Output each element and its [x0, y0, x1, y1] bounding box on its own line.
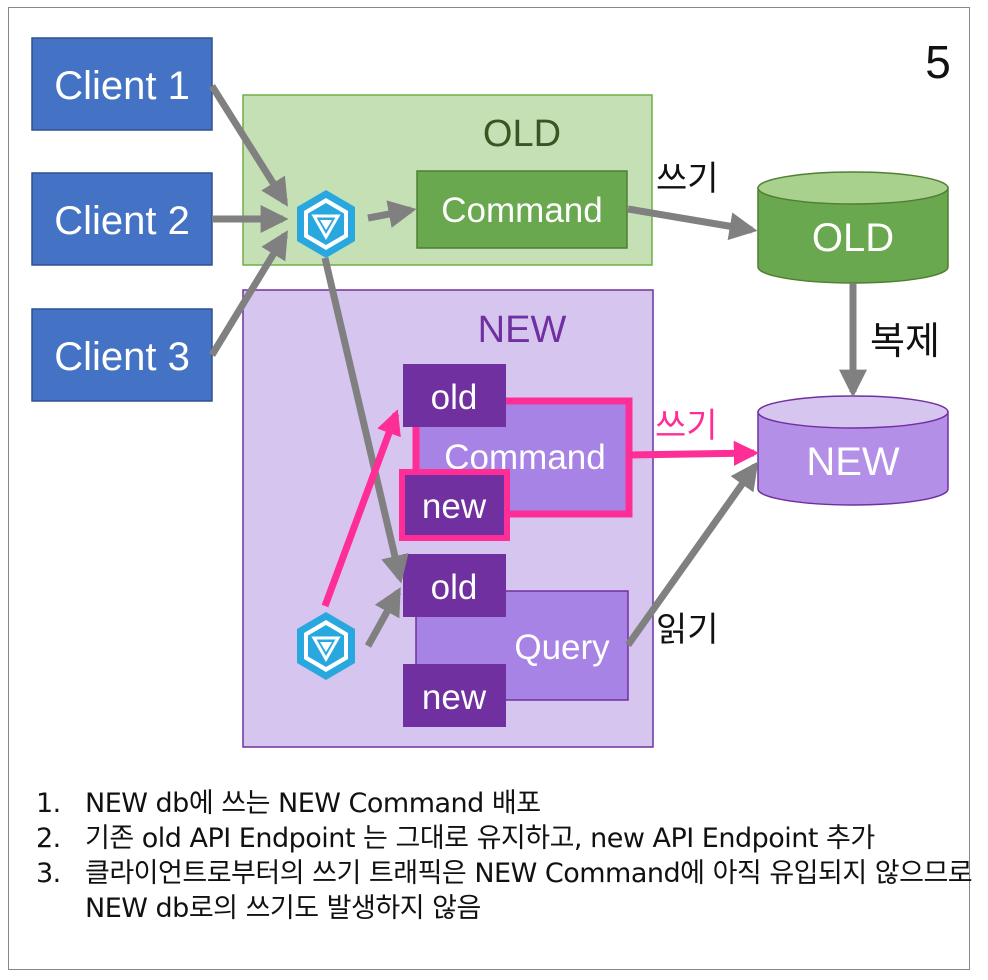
arrow-gateway-to-old-command [367, 200, 417, 228]
command-endpoint-old-label: old [431, 378, 478, 417]
arrow-client1-to-gateway [209, 84, 288, 207]
arrow-client3-to-gateway [209, 230, 288, 357]
note-item: 3. 클라이언트로부터의 쓰기 트래픽은 NEW Command에 아직 유입되지… [36, 856, 976, 926]
query-endpoint-new-label: new [422, 678, 487, 717]
client-3: Client 3 [31, 308, 213, 402]
command-endpoint-old: old [403, 364, 506, 427]
new-database-label: NEW [806, 440, 900, 484]
old-database: OLD [757, 171, 949, 284]
old-zone-title: OLD [483, 113, 561, 155]
client-2: Client 2 [31, 172, 213, 266]
edge-label-replicate: 복제 [870, 319, 940, 363]
old-command-box: Command [416, 170, 628, 249]
arrow-old-command-to-old-db [627, 205, 758, 241]
query-endpoint-new: new [403, 664, 506, 727]
old-database-label: OLD [812, 216, 894, 260]
note-text: NEW db에 쓰는 NEW Command 배포 [85, 788, 541, 819]
arrow-query-to-new-db [625, 461, 759, 648]
note-item: 2. 기존 old API Endpoint 는 그대로 유지하고, new AP… [36, 821, 976, 856]
slide-frame [8, 7, 970, 970]
old-command-label: Command [441, 191, 602, 230]
edge-label-write-new: 쓰기 [655, 406, 718, 446]
page-number: 5 [925, 36, 951, 88]
client-1: Client 1 [31, 37, 213, 131]
arrow-gateway-to-query-old [321, 257, 409, 584]
command-endpoint-new-label: new [422, 487, 487, 526]
client-1-label: Client 1 [54, 64, 190, 108]
note-number: 1. [36, 788, 61, 819]
note-text: 기존 old API Endpoint 는 그대로 유지하고, new API … [85, 823, 875, 855]
notes-list: 1. NEW db에 쓰는 NEW Command 배포 2. 기존 old API… [36, 786, 976, 926]
note-text: 클라이언트로부터의 쓰기 트래픽은 NEW Command에 아직 유입되지 않… [85, 858, 973, 925]
note-number: 2. [36, 823, 61, 855]
edge-label-write-old: 쓰기 [656, 159, 719, 199]
query-endpoint-old-label: old [431, 568, 478, 607]
arrow-new-gateway-to-query-old [364, 587, 402, 648]
client-3-label: Client 3 [54, 335, 190, 379]
edge-label-read: 읽기 [656, 610, 719, 650]
note-number: 3. [36, 858, 61, 890]
command-endpoint-new[interactable]: new [399, 469, 510, 541]
query-label: Query [514, 628, 610, 667]
architecture-diagram: 5 OLD NEW Client 1 Client 2 Client 3 Com… [31, 36, 951, 748]
new-database: NEW [757, 395, 949, 506]
new-zone-title: NEW [478, 309, 567, 351]
query-endpoint-old: old [403, 554, 506, 617]
arrow-new-gateway-to-command-old [321, 409, 401, 608]
note-item: 1. NEW db에 쓰는 NEW Command 배포 [36, 786, 976, 821]
arrow-new-command-to-new-db [629, 440, 760, 466]
client-2-label: Client 2 [54, 199, 190, 243]
